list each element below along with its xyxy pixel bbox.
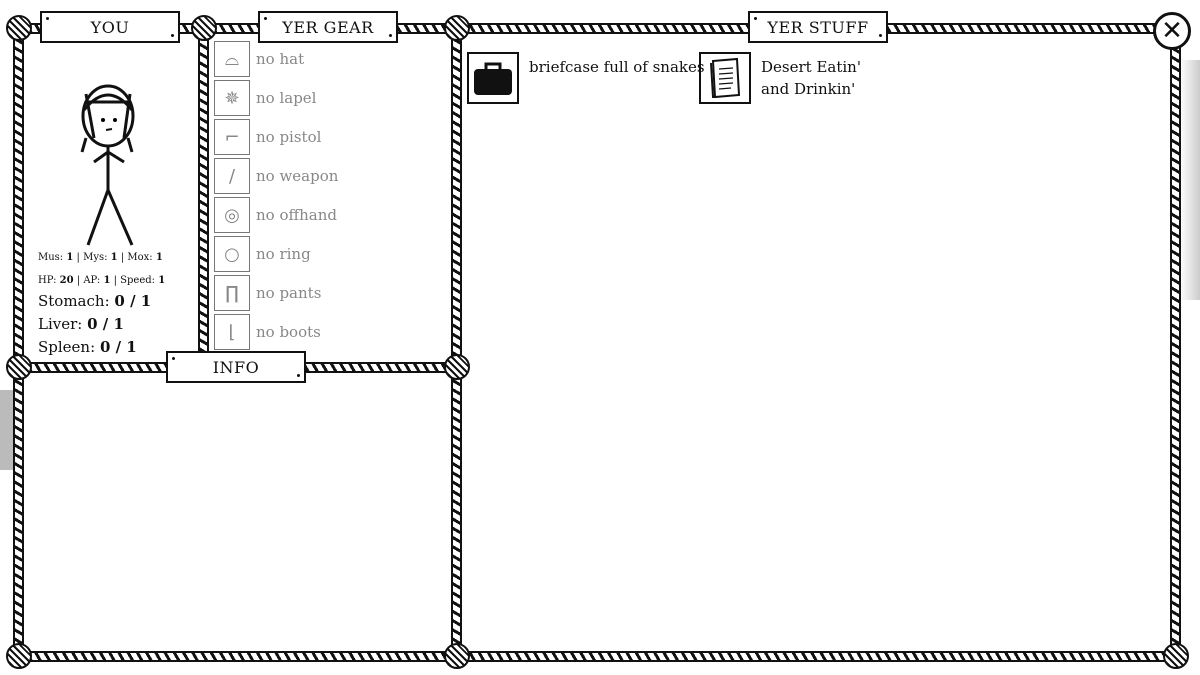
boot-icon: ⌊: [214, 314, 250, 350]
gear-slot-offhand[interactable]: ◎ no offhand: [214, 197, 337, 233]
panel-title-stuff: YER STUFF: [748, 11, 888, 43]
stomach-value: 0 / 1: [114, 292, 152, 310]
rope-knot: [6, 354, 32, 380]
close-x-icon: ✕: [1161, 16, 1183, 46]
gear-slot-ring[interactable]: ○ no ring: [214, 236, 311, 272]
gear-slot-label: no boots: [256, 323, 321, 341]
ap-label: | AP:: [76, 275, 101, 286]
gear-slot-pants[interactable]: ∏ no pants: [214, 275, 321, 311]
rope-border: [14, 23, 1180, 34]
speed-value: 1: [158, 275, 166, 286]
hat-icon: ⌓: [214, 41, 250, 77]
inventory-item-briefcase[interactable]: briefcase full of snakes: [467, 52, 705, 104]
rope-knot: [444, 15, 470, 41]
gear-slot-label: no pistol: [256, 128, 322, 146]
gear-slot-weapon[interactable]: / no weapon: [214, 158, 338, 194]
liver-value: 0 / 1: [87, 315, 124, 333]
ring-icon: ○: [214, 236, 250, 272]
rope-knot: [191, 15, 217, 41]
spleen-value: 0 / 1: [99, 338, 137, 356]
background-smudge: [1180, 60, 1200, 300]
spleen-label: Spleen:: [38, 338, 96, 356]
compass-icon: ◎: [214, 197, 250, 233]
gear-slot-boots[interactable]: ⌊ no boots: [214, 314, 321, 350]
pistol-icon: ⌐: [214, 119, 250, 155]
mys-value: 1: [110, 252, 118, 263]
attributes-line: Mus: 1 | Mys: 1 | Mox: 1: [38, 252, 163, 263]
gear-slot-pistol[interactable]: ⌐ no pistol: [214, 119, 321, 155]
combat-stats-line: HP: 20 | AP: 1 | Speed: 1: [38, 275, 165, 286]
panel-title-gear: YER GEAR: [258, 11, 398, 43]
inventory-item-book[interactable]: Desert Eatin' and Drinkin': [699, 52, 891, 104]
badge-icon: ✵: [214, 80, 250, 116]
rope-border: [13, 26, 24, 656]
close-button[interactable]: ✕: [1153, 12, 1191, 50]
knife-icon: /: [214, 158, 250, 194]
rope-knot: [1163, 643, 1189, 669]
stomach-label: Stomach:: [38, 292, 110, 310]
mus-label: Mus:: [38, 252, 64, 263]
rope-knot: [444, 354, 470, 380]
briefcase-icon: [474, 62, 512, 95]
gear-slot-hat[interactable]: ⌓ no hat: [214, 41, 304, 77]
mus-value: 1: [66, 252, 74, 263]
gear-slot-label: no hat: [256, 50, 305, 68]
pants-icon: ∏: [214, 275, 250, 311]
gear-slot-label: no pants: [256, 284, 322, 302]
panel-title-info: INFO: [166, 351, 306, 383]
gear-slot-lapel[interactable]: ✵ no lapel: [214, 80, 316, 116]
panel-title-you: YOU: [40, 11, 180, 43]
rope-border: [451, 26, 462, 656]
gear-slot-label: no lapel: [256, 89, 317, 107]
rope-border: [1170, 40, 1181, 656]
background-smudge: [0, 390, 14, 470]
mox-value: 1: [155, 252, 163, 263]
rope-knot: [6, 15, 32, 41]
gear-slot-label: no ring: [256, 245, 311, 263]
speed-label: | Speed:: [113, 275, 156, 286]
gear-slot-label: no weapon: [256, 167, 339, 185]
item-label: briefcase full of snakes: [529, 58, 705, 76]
item-label: Desert Eatin' and Drinkin': [761, 58, 861, 98]
rope-border: [198, 26, 209, 366]
rope-knot: [444, 643, 470, 669]
mox-label: | Mox:: [120, 252, 153, 263]
mys-label: | Mys:: [76, 252, 108, 263]
item-slot: [699, 52, 751, 104]
ap-value: 1: [103, 275, 111, 286]
hp-label: HP:: [38, 275, 57, 286]
hp-value: 20: [59, 275, 74, 286]
rope-knot: [6, 643, 32, 669]
spleen-stat: Spleen: 0 / 1: [38, 338, 137, 356]
liver-label: Liver:: [38, 315, 83, 333]
gear-slot-label: no offhand: [256, 206, 338, 224]
item-slot: [467, 52, 519, 104]
character-stick-figure: [80, 84, 135, 246]
rope-border: [14, 651, 1180, 662]
liver-stat: Liver: 0 / 1: [38, 315, 124, 333]
stomach-stat: Stomach: 0 / 1: [38, 292, 151, 310]
book-icon: [710, 57, 741, 99]
